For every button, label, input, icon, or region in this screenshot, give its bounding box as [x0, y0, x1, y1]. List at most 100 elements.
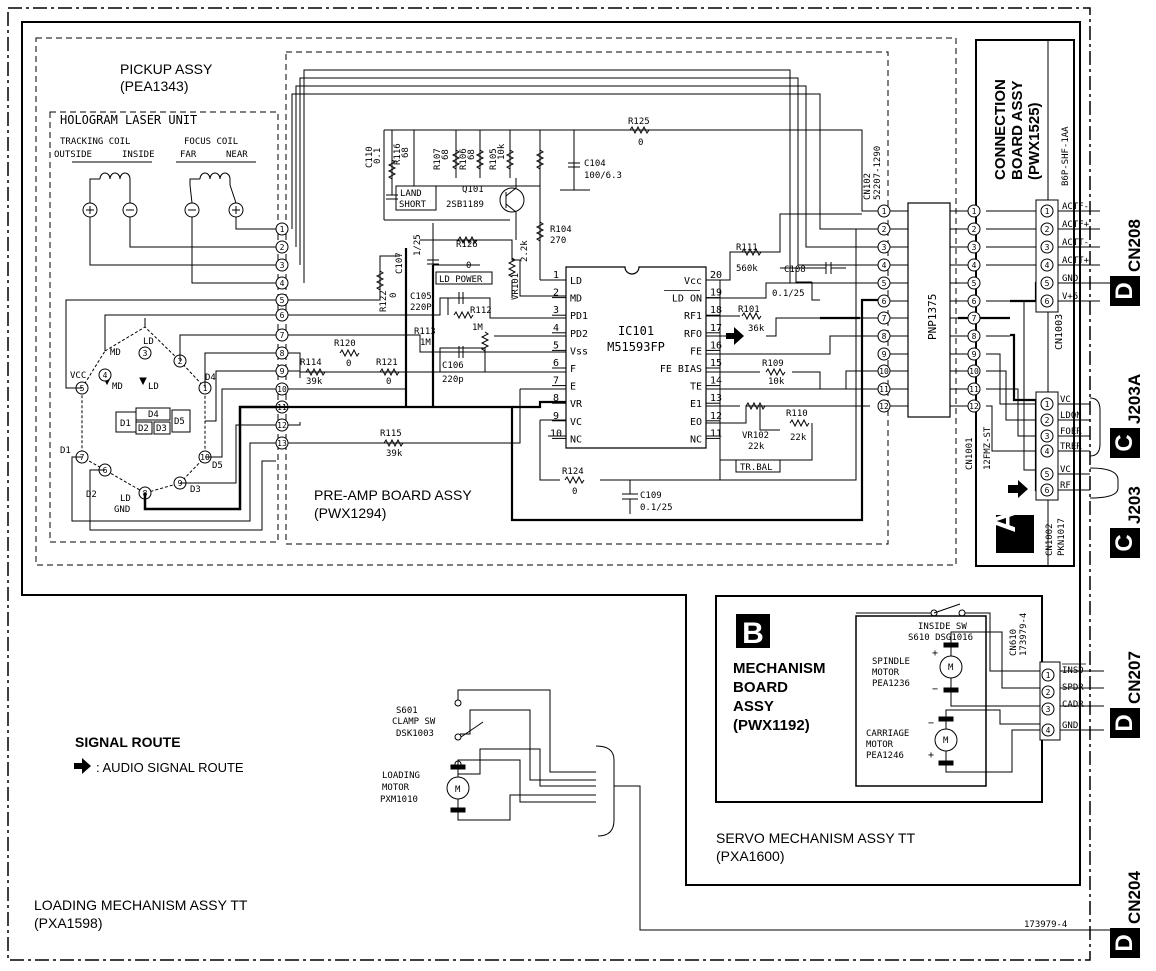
audio-arrow-icon — [74, 758, 91, 774]
photodiode-labels: LD MD VCC MD LD D4 D1 D2 D3 D5 LD GND D1… — [60, 337, 223, 515]
label-short: SHORT — [399, 200, 427, 210]
cn610-signal-3: CADR — [1062, 700, 1084, 710]
cn102-pin-11-label: 11 — [879, 385, 889, 394]
cn610-part: 173979-4 — [1019, 613, 1029, 656]
pickup-pin-5: 5 — [275, 293, 289, 307]
hologram-border — [49, 111, 279, 543]
label-r105-val: 10k — [497, 143, 507, 160]
cable-part: PNP1375 — [926, 294, 939, 340]
clamp-sw-label: CLAMP SW — [392, 717, 436, 727]
cn1001-pin-3-label: 3 — [972, 243, 977, 252]
focus-far: FAR — [180, 150, 197, 160]
cn1001-pin-7: 7 — [967, 311, 981, 325]
cn1002-pin-1: 1 — [1040, 397, 1054, 411]
label-q101: Q101 — [462, 185, 484, 195]
cn102-pin-8-label: 8 — [882, 332, 887, 341]
spindle-motor-m: M — [948, 663, 954, 673]
cn1002-part: PKN1017 — [1057, 518, 1067, 556]
cn1001-pin-8: 8 — [967, 329, 981, 343]
cn1002-pin-5: 5 — [1040, 467, 1054, 481]
tracking-coil-label: TRACKING COIL — [60, 137, 130, 147]
cn1001-name: CN1001 — [965, 437, 975, 470]
ic101-pin-num-9: 9 — [553, 411, 559, 422]
label-vr102: VR102 — [742, 431, 769, 441]
cn610-name: CN610 — [1009, 629, 1019, 656]
cn1002-pin-1-label: 1 — [1045, 400, 1050, 409]
ic101-pin-name-17: RFO — [684, 329, 702, 340]
svg-text:CONNECTION: CONNECTION — [992, 79, 1009, 180]
mechanism-line2: BOARD — [733, 679, 788, 696]
label-r110: R110 — [786, 409, 808, 419]
cn102-name: CN102 — [863, 173, 873, 200]
cn610-pin-3: 3 — [1041, 702, 1055, 716]
label-r109: R109 — [762, 359, 784, 369]
photodiode-pin-2-label: 2 — [178, 357, 183, 366]
label-land: LAND — [400, 189, 422, 199]
mechanism-line4: (PWX1192) — [733, 717, 810, 734]
ref-letter: C — [1111, 534, 1138, 551]
cn610-pin-4-label: 4 — [1046, 726, 1051, 735]
label-c107: C107 — [395, 252, 405, 274]
ref-connector: CN207 — [1125, 651, 1144, 704]
cn1001-pin-10: 10 — [967, 364, 981, 378]
loading-line3: PXM1010 — [380, 795, 418, 805]
ref-connector: CN204 — [1125, 871, 1144, 924]
spindle-minus: − — [932, 684, 938, 695]
cn1003-pin-2-label: 2 — [1045, 225, 1050, 234]
loading-wiring — [446, 689, 1110, 931]
ic101-pin-num-3: 3 — [553, 305, 559, 316]
cn102-pin-2-label: 2 — [882, 225, 887, 234]
cn1001-pin-7-label: 7 — [972, 314, 977, 323]
pd-label-gnd: GND — [114, 505, 130, 515]
pickup-pin-6-label: 6 — [280, 311, 285, 320]
label-r120-val: 0 — [346, 359, 351, 369]
ic101-pin-name-7: E — [570, 382, 576, 393]
label-r107-val: 68 — [441, 149, 451, 160]
carriage-line3: PEA1246 — [866, 751, 904, 761]
label-c104: C104 — [584, 159, 606, 169]
cn1003-pin-4-label: 4 — [1045, 261, 1050, 270]
cn1001-pin-5: 5 — [967, 276, 981, 290]
carriage-minus: − — [928, 718, 934, 729]
label-c109-val: 0.1/25 — [640, 503, 673, 513]
cn102-pin-12-label: 12 — [879, 402, 889, 411]
label-c104-val: 100/6.3 — [584, 171, 622, 181]
ic101-pin-num-1: 1 — [553, 270, 559, 281]
cn102-pin-4: 4 — [877, 258, 891, 272]
rf-audio-arrow-icon — [1008, 480, 1028, 498]
label-c106-val: 220p — [442, 375, 464, 385]
cell-d1: D1 — [120, 419, 131, 429]
assembly-borders — [7, 7, 1091, 961]
cn1003-pin-1-label: 1 — [1045, 207, 1050, 216]
photodiode-pin-4: 4 — [98, 368, 112, 382]
loading-line2: MOTOR — [382, 783, 410, 793]
cn1003-signal-2: ACTF+ — [1062, 220, 1090, 230]
label-r121: R121 — [376, 358, 398, 368]
pickup-pin-12: 12 — [275, 418, 289, 432]
cable-pnp1375 — [907, 202, 951, 418]
label-c109: C109 — [640, 491, 662, 501]
preamp-part: (PWX1294) — [314, 505, 386, 521]
pickup-pin-9: 9 — [275, 364, 289, 378]
label-c107-val: 1/25 — [413, 234, 423, 256]
cn1001-pin-6-label: 6 — [972, 297, 977, 306]
cn1002-signal-1: VC — [1060, 395, 1071, 405]
pickup-pin-13: 13 — [275, 436, 289, 450]
label-vr101: VR101 — [511, 273, 521, 300]
cn102-pin-10: 10 — [877, 364, 891, 378]
ic101-pin-num-10: 10 — [550, 428, 562, 439]
cn1001-pin-4-label: 4 — [972, 261, 977, 270]
cn1003-signal-6: V+5 — [1062, 292, 1078, 302]
legend-item: : AUDIO SIGNAL ROUTE — [96, 760, 244, 775]
cn1003-pin-3-label: 3 — [1045, 243, 1050, 252]
pickup-pin-1: 1 — [275, 222, 289, 236]
label-r120: R120 — [334, 339, 356, 349]
cn1001-pin-2-label: 2 — [972, 225, 977, 234]
ic101-pin-name-8: VR — [570, 399, 583, 410]
ref-connector: CN208 — [1125, 219, 1144, 272]
label-r125-val: 0 — [638, 138, 643, 148]
ic101-pin-name-15: FE BIAS — [660, 364, 702, 375]
pickup-pin-3: 3 — [275, 258, 289, 272]
cn1001-pin-2: 2 — [967, 222, 981, 236]
cn610-pin-4: 4 — [1041, 723, 1055, 737]
